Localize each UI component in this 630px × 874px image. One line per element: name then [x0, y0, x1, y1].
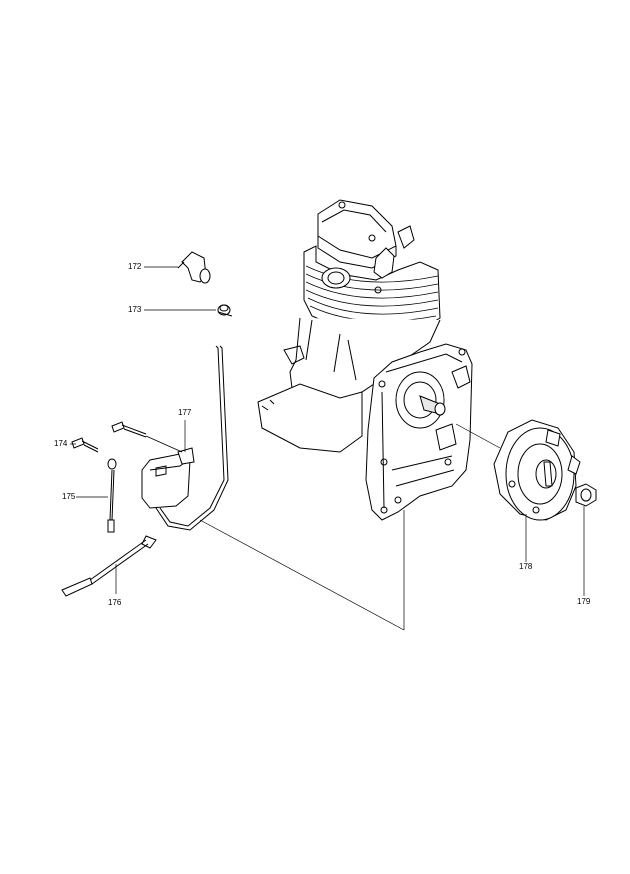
part-number-178: 178	[519, 562, 533, 571]
ground-wire	[107, 458, 117, 533]
stop-lead	[61, 535, 157, 597]
spring-clip	[217, 304, 233, 317]
flywheel	[493, 419, 581, 521]
part-number-175: 175	[62, 492, 76, 501]
engine-block	[257, 199, 473, 521]
spark-plug-cap	[177, 251, 211, 284]
flywheel-nut	[575, 483, 597, 507]
part-number-177: 177	[178, 408, 192, 417]
part-number-172: 172	[128, 262, 142, 271]
leader-lines	[70, 266, 585, 631]
part-number-179: 179	[577, 597, 591, 606]
coil-bolts	[71, 421, 147, 453]
part-number-173: 173	[128, 305, 142, 314]
part-number-176: 176	[108, 598, 122, 607]
part-number-174: 174	[54, 439, 68, 448]
